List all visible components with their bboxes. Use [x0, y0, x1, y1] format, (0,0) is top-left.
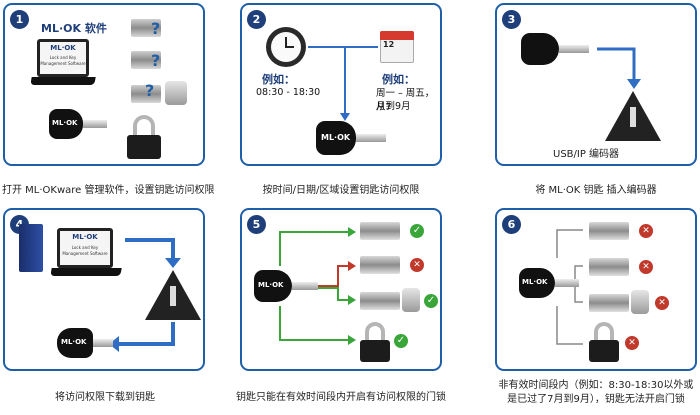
device-label: USB/IP 编码器 — [553, 149, 620, 160]
lock-cylinder-icon — [131, 85, 161, 103]
panel-4: 4 ML·OK Lock and Key Management Software… — [3, 208, 205, 371]
connector-arrows — [308, 46, 378, 121]
denied-lines — [556, 229, 583, 345]
lock-cylinder-icon — [589, 222, 629, 240]
laptop-screen-text: Lock and Key — [49, 55, 77, 60]
laptop-screen-logo: ML·OK — [50, 44, 76, 52]
laptop-screen-text: Management Software — [40, 61, 86, 66]
example-days: 周一 – 周五，从7 — [376, 88, 435, 113]
encoder-device-icon — [145, 270, 201, 320]
calendar-icon: 12 — [380, 27, 414, 63]
example-months: 月到9月 — [376, 101, 411, 112]
clock-icon — [266, 27, 306, 67]
panel-5: 5 ML·OK ✓ ✕ ✓ ✓ — [240, 208, 442, 371]
key-icon: ML·OK — [57, 328, 113, 358]
panel-6: 6 ML·OK ✕ ✕ ✕ ✕ — [495, 208, 697, 371]
example-time: 08:30 - 18:30 — [256, 87, 321, 98]
key-logo: ML·OK — [61, 338, 87, 346]
check-icon: ✓ — [394, 334, 408, 348]
brand-title: ML·OK 软件 — [41, 22, 107, 35]
question-mark: ? — [151, 19, 161, 38]
key-icon: ML·OK — [254, 270, 318, 302]
encoder-device-icon — [605, 91, 661, 141]
calendar-day: 12 — [383, 40, 395, 49]
laptop-screen-text: Management Software — [62, 251, 108, 256]
question-mark: ? — [145, 81, 155, 100]
panel-3: 3 USB/IP 编码器 — [495, 3, 697, 166]
lock-cylinder-icon — [131, 51, 161, 69]
key-logo: ML·OK — [52, 119, 78, 127]
lock-cylinder-icon — [131, 19, 161, 37]
cross-icon: ✕ — [410, 258, 424, 272]
example-label: 例如： — [262, 73, 295, 86]
caption-1: 打开 ML·OKware 管理软件，设置钥匙访问权限 — [2, 185, 215, 196]
caption-6-line-2: 是已过了7月到9月），钥匙无法开启门锁 — [507, 394, 685, 405]
cylinder-knob-icon — [631, 290, 649, 314]
cross-icon: ✕ — [639, 260, 653, 274]
lock-cylinder-icon — [589, 294, 629, 312]
insert-arrow — [597, 47, 641, 89]
padlock-icon — [589, 322, 619, 364]
key-logo: ML·OK — [522, 278, 548, 286]
cross-icon: ✕ — [655, 296, 669, 310]
lock-cylinder-icon — [360, 222, 400, 240]
question-mark: ? — [151, 51, 161, 70]
step-badge-6: 6 — [502, 215, 521, 234]
cross-icon: ✕ — [625, 336, 639, 350]
key-logo: ML·OK — [321, 133, 351, 142]
cross-icon: ✕ — [639, 224, 653, 238]
check-icon: ✓ — [410, 224, 424, 238]
cylinder-knob-icon — [165, 81, 187, 105]
laptop-icon: ML·OK Lock and Key Management Software — [30, 39, 96, 91]
key-icon: ML·OK — [316, 121, 386, 155]
padlock-icon — [360, 322, 390, 364]
caption-3: 将 ML·OK 钥匙 插入编码器 — [535, 185, 657, 196]
key-icon — [521, 33, 589, 65]
cylinder-knob-icon — [402, 288, 420, 312]
caption-4: 将访问权限下载到钥匙 — [55, 392, 155, 403]
lock-cylinder-icon — [360, 292, 400, 310]
key-logo: ML·OK — [258, 281, 284, 289]
step-badge-3: 3 — [502, 10, 521, 29]
key-icon: ML·OK — [519, 268, 579, 298]
panel-1: 1 ML·OK 软件 ML·OK Lock and Key Management… — [3, 3, 205, 166]
key-icon: ML·OK — [49, 109, 107, 139]
lock-cylinder-icon — [589, 258, 629, 276]
laptop-screen-text: Lock and Key — [71, 245, 99, 250]
step-badge-2: 2 — [247, 10, 266, 29]
step-badge-5: 5 — [247, 215, 266, 234]
step-badge-1: 1 — [10, 10, 29, 29]
download-arrows — [109, 238, 181, 352]
caption-5: 钥匙只能在有效时间段内开启有访问权限的门锁 — [236, 392, 446, 403]
caption-6-line-1: 非有效时间段内（例如：8:30-18:30以外或 — [498, 380, 694, 391]
example-label: 例如： — [382, 73, 415, 86]
access-arrows — [279, 227, 356, 345]
check-icon: ✓ — [424, 294, 438, 308]
panel-2: 2 12 例如： 08:30 - 18:30 例如： 周一 – 周五，从7 月到… — [240, 3, 442, 166]
laptop-screen-logo: ML·OK — [72, 233, 98, 241]
padlock-icon — [127, 115, 161, 161]
lock-cylinder-icon — [360, 256, 400, 274]
desktop-tower-icon — [19, 224, 43, 272]
caption-2: 按时间/日期/区域设置钥匙访问权限 — [262, 185, 420, 196]
laptop-icon: ML·OK Lock and Key Management Software — [50, 228, 122, 284]
